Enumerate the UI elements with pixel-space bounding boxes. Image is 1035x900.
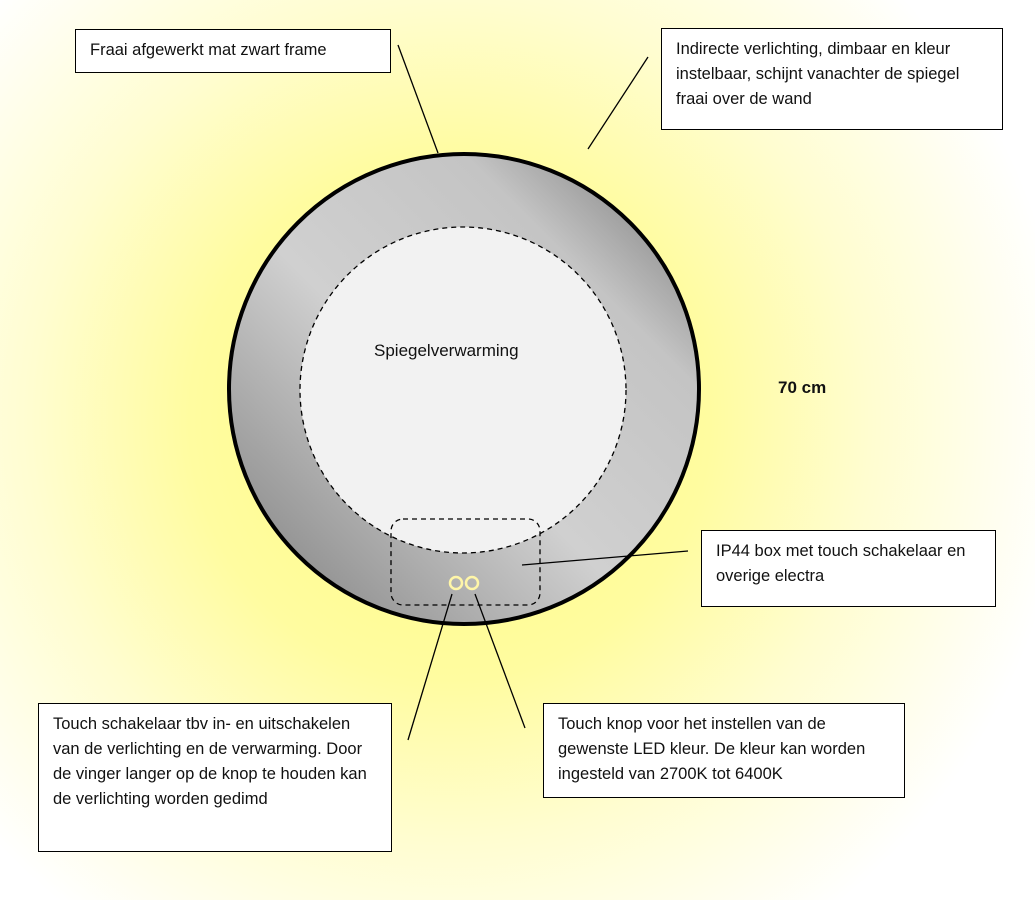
callout-touch-color: Touch knop voor het instellen van de gew… [543, 703, 905, 798]
heating-label: Spiegelverwarming [374, 341, 519, 360]
callout-frame: Fraai afgewerkt mat zwart frame [75, 29, 391, 73]
heating-zone [299, 226, 627, 554]
touch-switch-button[interactable] [448, 575, 464, 591]
leader-lines [397, 44, 689, 741]
callout-ip44: IP44 box met touch schakelaar en overige… [701, 530, 996, 607]
touch-color-button[interactable] [464, 575, 480, 591]
size-label: 70 cm [778, 378, 827, 397]
callout-touch-switch: Touch schakelaar tbv in- en uitschakelen… [38, 703, 392, 852]
ip44-box [390, 518, 541, 606]
callout-lighting: Indirecte verlichting, dimbaar en kleur … [661, 28, 1003, 130]
